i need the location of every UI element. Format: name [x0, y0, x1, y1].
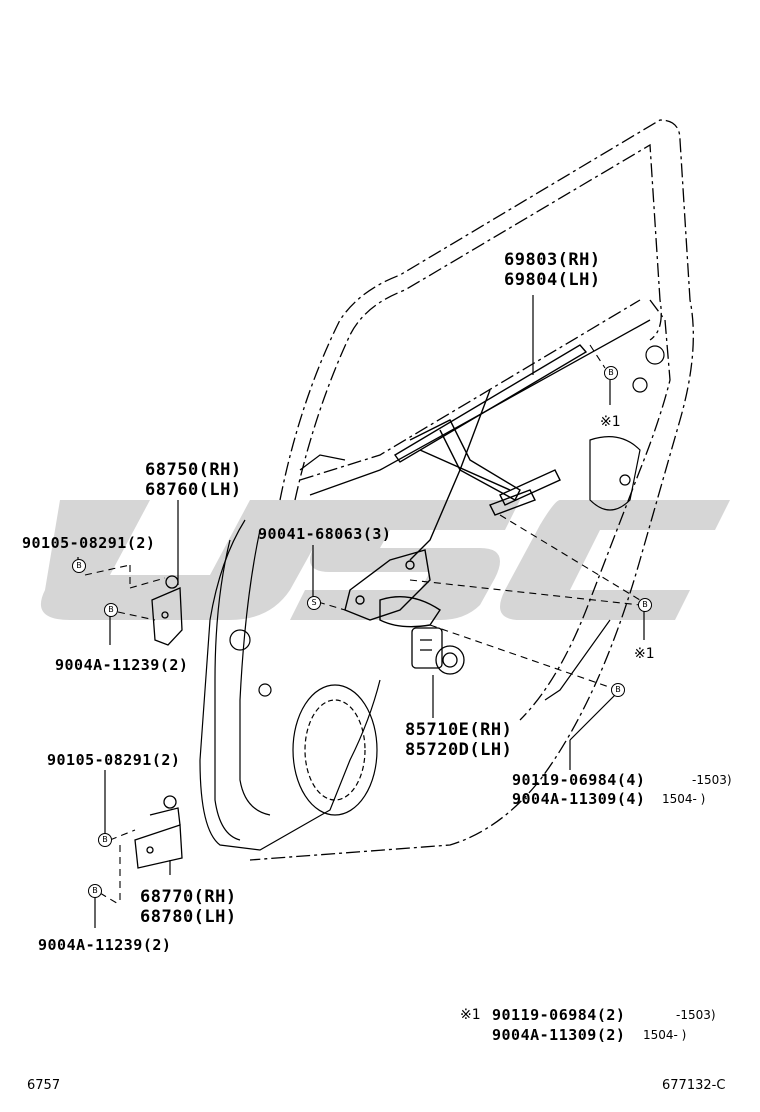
bolt-glyph: B: [72, 559, 86, 573]
door-inner-panel: [199, 345, 665, 851]
bolt-glyph: B: [611, 683, 625, 697]
regulator-part-rh: 69803(RH): [504, 250, 601, 270]
upper-hinge-bolt-label: 90105-08291(2): [22, 534, 156, 552]
bolt-glyph: B: [604, 366, 618, 380]
upper-hinge-nut-label: 9004A-11239(2): [55, 656, 189, 674]
regulator-mount-range-2: 1504- ): [662, 792, 706, 806]
lower-hinge-part-lh: 68780(LH): [140, 907, 237, 927]
motor-part-lh: 85720D(LH): [405, 740, 513, 760]
lower-hinge: [134, 795, 183, 869]
lower-hinge-part-rh: 68770(RH): [140, 887, 237, 907]
upper-hinge-part-lh: 68760(LH): [145, 480, 242, 500]
ref-mark-lower: ※1: [634, 646, 655, 662]
ref-mark-upper: ※1: [600, 414, 621, 430]
dashed-guides: [84, 344, 641, 906]
footnote-range-1: -1503): [676, 1008, 716, 1022]
regulator-bolt-label: 90041-68063(3): [258, 525, 392, 543]
regulator-part-lh: 69804(LH): [504, 270, 601, 290]
regulator-mount-range-1: -1503): [692, 773, 732, 787]
motor-part-rh: 85710E(RH): [405, 720, 513, 740]
door-frame: [249, 119, 694, 861]
lower-hinge-bolt-label: 90105-08291(2): [47, 751, 181, 769]
screw-glyph: S: [307, 596, 321, 610]
lower-hinge-nut-label: 9004A-11239(2): [38, 936, 172, 954]
diagram-id-right: 677132-C: [662, 1078, 726, 1093]
bolt-glyph: B: [104, 603, 118, 617]
regulator-mount-bolt-label-1: 90119-06984(4): [512, 771, 646, 789]
diagram-id-left: 6757: [27, 1078, 61, 1093]
bolt-glyph: B: [638, 598, 652, 612]
footnote-line-2: 9004A-11309(2): [492, 1026, 626, 1044]
regulator-motor: [411, 627, 465, 675]
upper-hinge-part-rh: 68750(RH): [145, 460, 242, 480]
footnote-range-2: 1504- ): [643, 1028, 687, 1042]
regulator-mount-bolt-label-2: 9004A-11309(4): [512, 790, 646, 808]
bolt-glyph: B: [88, 884, 102, 898]
watermark-logo: [40, 500, 730, 620]
window-regulator: [344, 344, 588, 628]
bolt-glyph: B: [98, 833, 112, 847]
footnote-line-1: 90119-06984(2): [492, 1006, 626, 1024]
footnote-mark: ※1: [460, 1007, 481, 1023]
